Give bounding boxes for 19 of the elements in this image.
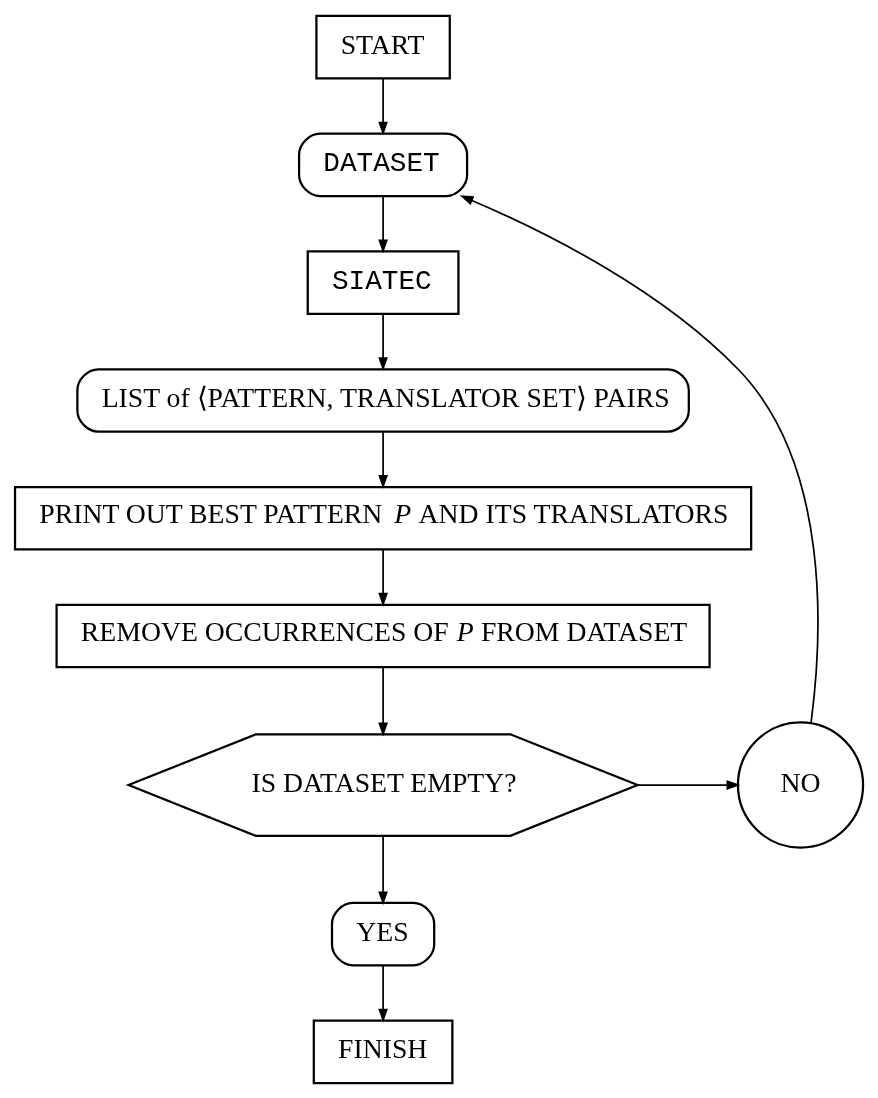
arrow [378, 195, 388, 253]
node-box: PRINT OUT BEST PATTERN P AND ITS TRANSLATORS [13, 485, 753, 551]
arrow [378, 964, 388, 1023]
node-box: LIST of ⟨PATTERN, TRANSLATOR SET⟩ PAIRS [76, 367, 690, 433]
node-box: DATASET [297, 132, 469, 197]
node-box: REMOVE OCCURRENCES OF P FROM DATASET [55, 603, 711, 668]
arrow [378, 313, 388, 371]
arrow [459, 194, 819, 724]
node-box: START [315, 14, 451, 79]
node-box: FINISH [312, 1019, 454, 1084]
arrow [378, 430, 388, 489]
arrow [637, 779, 741, 790]
arrow [378, 77, 388, 136]
arrow [378, 665, 388, 736]
arrow [378, 548, 388, 607]
arrow [378, 834, 388, 905]
node-box: YES [330, 901, 436, 966]
node-circle: NO [736, 720, 865, 849]
node-box: SIATEC [306, 249, 460, 315]
